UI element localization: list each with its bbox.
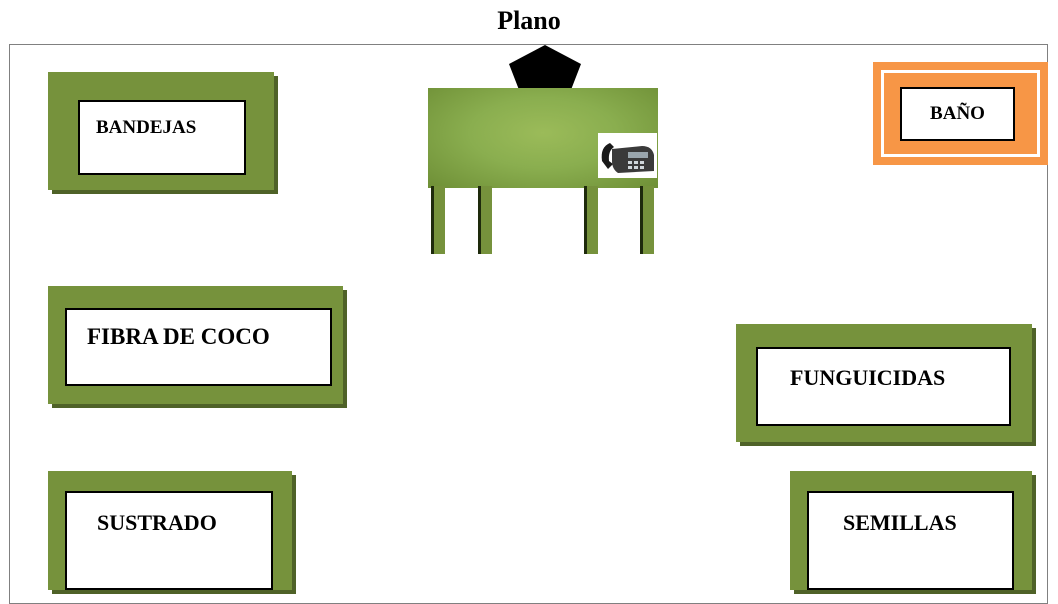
desk-leg [478,186,492,254]
shelf-semillas-label: SEMILLAS [843,510,957,535]
shelf-sustrado: SUSTRADO [48,471,292,590]
shelf-semillas: SEMILLAS [790,471,1032,590]
shelf-fibra-de-coco: FIBRA DE COCO [48,286,343,404]
shelf-bandejas-label-box: BANDEJAS [78,100,246,175]
desk-leg [640,186,654,254]
desk-leg [431,186,445,254]
shelf-sustrado-label-box: SUSTRADO [65,491,273,590]
shelf-fibra-de-coco-label-box: FIBRA DE COCO [65,308,332,386]
shelf-fibra-de-coco-label: FIBRA DE COCO [87,324,270,349]
telephone-icon [598,133,657,178]
bano-label: BAÑO [900,87,1015,141]
shelf-semillas-label-box: SEMILLAS [807,491,1014,590]
chair-icon [509,45,581,95]
shelf-funguicidas: FUNGUICIDAS [736,324,1032,442]
shelf-sustrado-label: SUSTRADO [97,510,217,535]
shelf-bandejas-label: BANDEJAS [96,117,197,138]
shelf-bandejas: BANDEJAS [48,72,274,190]
bano-border-ring [881,70,1040,157]
bano-area: BAÑO [873,62,1048,165]
shelf-funguicidas-label: FUNGUICIDAS [790,365,946,390]
shelf-funguicidas-label-box: FUNGUICIDAS [756,347,1011,426]
page-title: Plano [497,6,561,35]
desk-leg [584,186,598,254]
